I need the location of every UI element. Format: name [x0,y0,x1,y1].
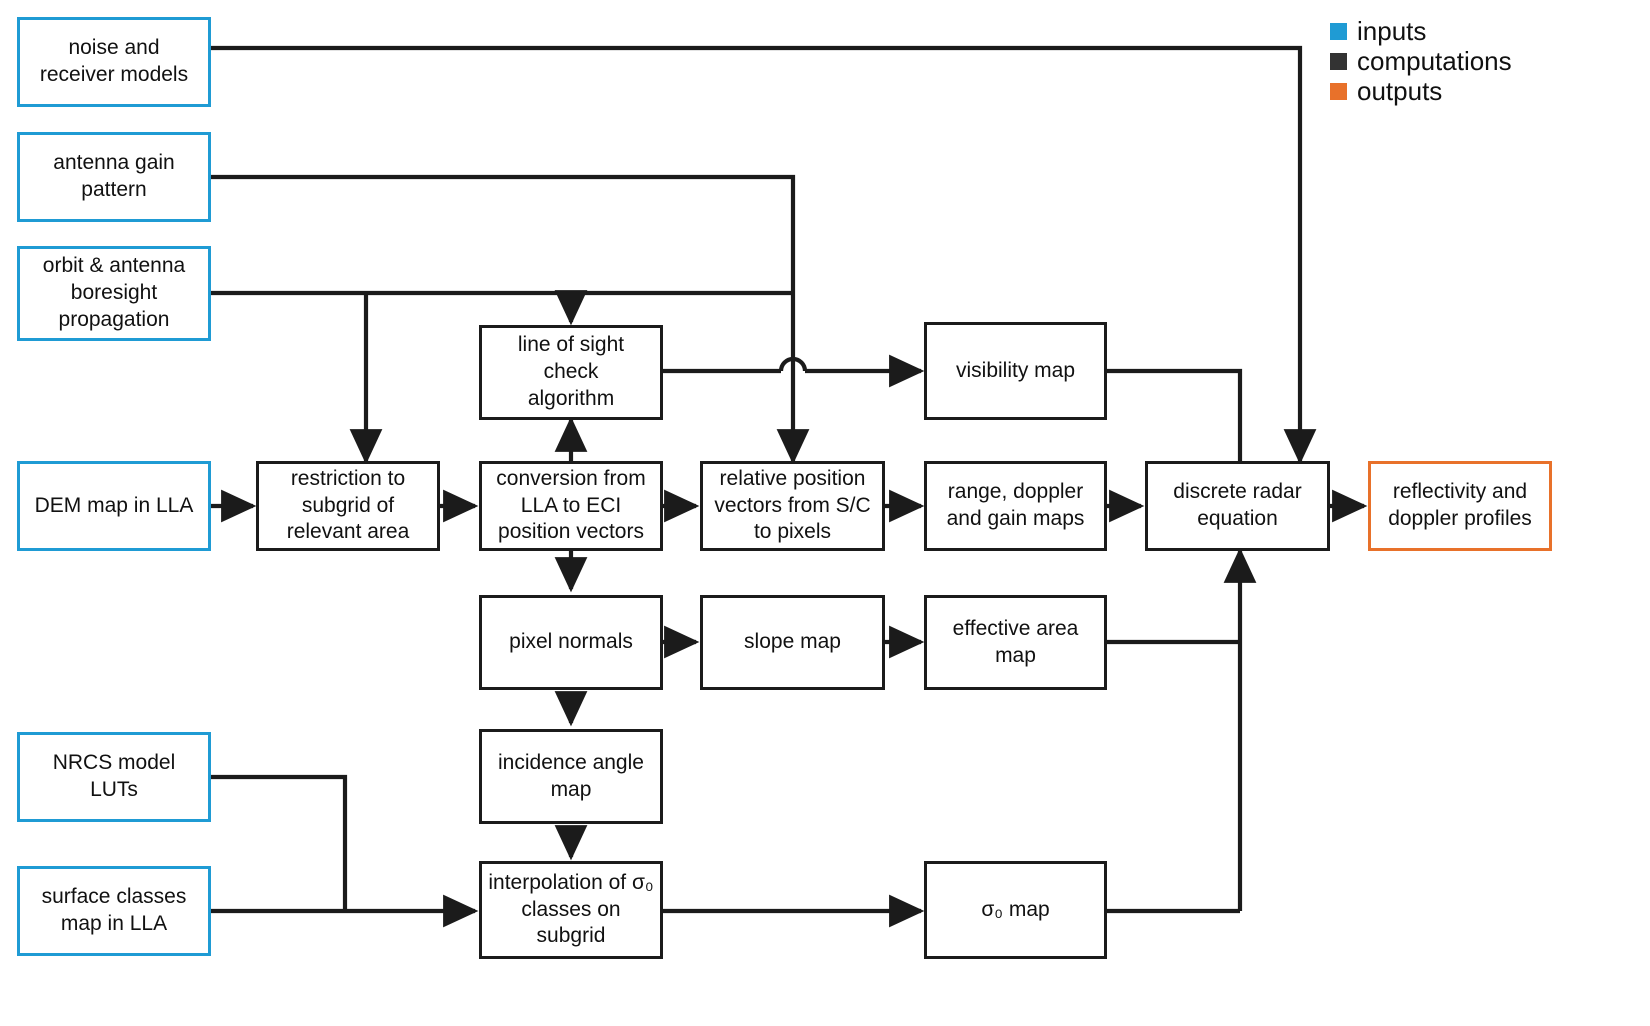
node-sigma0-map[interactable]: σ₀ map [924,861,1107,959]
edge-line-of-sight-to-visibility-map [663,359,921,371]
legend-item-computations: computations [1330,48,1512,74]
node-dem-map-in-lla[interactable]: DEM map in LLA [17,461,211,551]
legend-label-outputs: outputs [1357,76,1443,106]
edge-noise-to-radar-equation [211,45,1317,465]
edge-visibility-to-radar-equation [1107,368,1243,461]
legend-item-inputs: inputs [1330,18,1512,44]
legend: inputs computations outputs [1330,18,1512,108]
legend-label-computations: computations [1357,46,1512,76]
node-slope-map[interactable]: slope map [700,595,885,690]
edge-nrcs-to-bus [211,774,348,911]
node-visibility-map[interactable]: visibility map [924,322,1107,420]
node-label: DEM map in LLA [34,493,194,517]
node-pixel-normals[interactable]: pixel normals [479,595,663,690]
legend-item-outputs: outputs [1330,78,1512,104]
legend-swatch-outputs [1330,82,1347,100]
node-label: σ₀ map [981,897,1050,921]
node-label: pixel normals [509,630,633,654]
node-label: slope map [744,630,841,654]
node-label: visibility map [955,358,1076,382]
legend-swatch-inputs [1330,22,1347,40]
legend-swatch-computations [1330,52,1347,70]
legend-label-inputs: inputs [1357,16,1427,46]
